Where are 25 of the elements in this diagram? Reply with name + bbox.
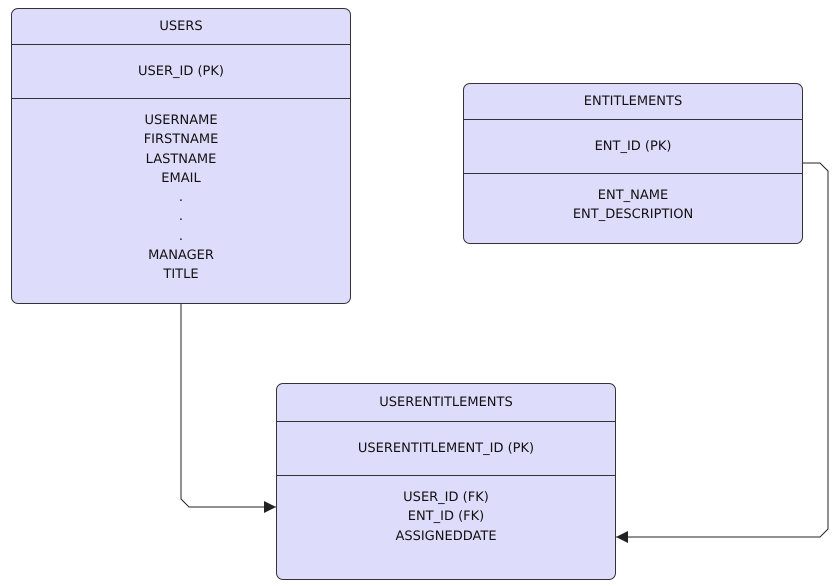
attribute-field: MANAGER bbox=[148, 246, 214, 266]
primary-key-field: USERENTITLEMENT_ID (PK) bbox=[358, 438, 534, 458]
entity-table bbox=[11, 8, 351, 304]
connector-arrow bbox=[616, 162, 828, 543]
attribute-field: ENT_NAME bbox=[598, 186, 668, 206]
attribute-field: EMAIL bbox=[161, 168, 201, 188]
attribute-field: . bbox=[178, 188, 184, 208]
attribute-field: TITLE bbox=[163, 265, 199, 285]
table-name: ENTITLEMENTS bbox=[584, 92, 682, 111]
table-name: USERENTITLEMENTS bbox=[379, 394, 513, 412]
attribute-field: . bbox=[178, 226, 184, 246]
attribute-field: ASSIGNEDDATE bbox=[395, 526, 497, 546]
attribute-field: . bbox=[178, 207, 184, 227]
attribute-field: ENT_DESCRIPTION bbox=[572, 205, 694, 225]
entity-table bbox=[463, 83, 803, 244]
attribute-field: ENT_ID (FK) bbox=[408, 507, 484, 527]
attribute-field: FIRSTNAME bbox=[144, 130, 218, 150]
attribute-field: LASTNAME bbox=[146, 150, 216, 169]
primary-key-field: ENT_ID (PK) bbox=[594, 136, 672, 156]
table-name: USERS bbox=[159, 18, 203, 36]
connector-arrow bbox=[180, 304, 276, 513]
attribute-field: USER_ID (FK) bbox=[403, 488, 489, 508]
attribute-field: USERNAME bbox=[144, 111, 218, 130]
primary-key-field: USER_ID (PK) bbox=[138, 62, 224, 82]
entity-table bbox=[276, 383, 616, 580]
